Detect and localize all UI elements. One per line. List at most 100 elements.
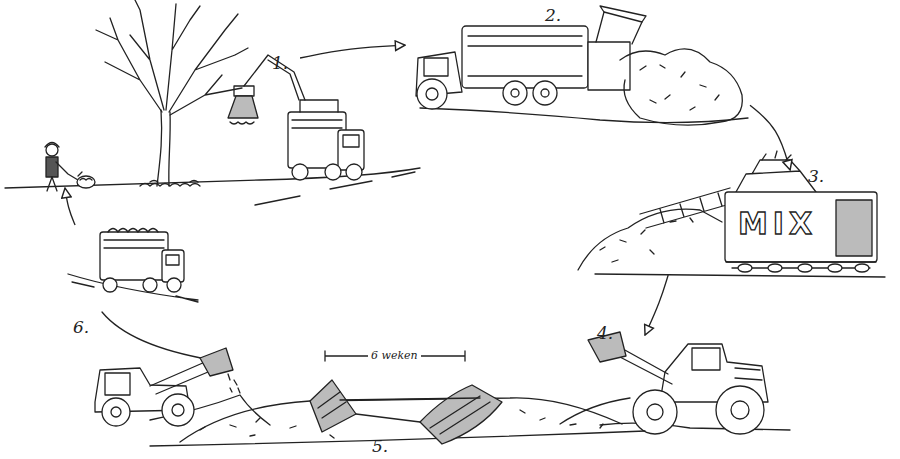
- harvester-scene-stroke: [468, 36, 582, 76]
- return-scene-stroke: [162, 250, 184, 282]
- loader-scene-stroke: [716, 386, 764, 434]
- harvester-scene-stroke: [596, 12, 642, 44]
- tree-scene-stroke: [46, 157, 58, 177]
- return-scene-stroke: [162, 394, 194, 426]
- mixer-scene-stroke: [640, 188, 730, 228]
- return-scene-stroke: [150, 362, 208, 394]
- windrow-scene-stroke: [430, 396, 490, 434]
- tree-scene-stroke: [157, 110, 170, 186]
- return-scene-stroke: [104, 229, 164, 249]
- callout-number: 4.: [597, 323, 613, 343]
- tree-scene-stroke: [166, 4, 200, 110]
- return-scene-stroke: [172, 404, 184, 416]
- windrow-scene-stroke: [180, 398, 622, 442]
- flow-arrow: [65, 188, 75, 225]
- tree-scene-stroke: [47, 162, 78, 191]
- mixer-scene-stroke: [836, 200, 872, 256]
- return-scene-stroke: [166, 255, 179, 265]
- callout-number: 5.: [372, 436, 388, 456]
- return-scene-stroke: [103, 278, 117, 292]
- harvester-scene-stroke: [424, 58, 448, 76]
- mixer-scene-stroke: [768, 264, 782, 272]
- flow-arrow: [300, 45, 405, 58]
- return-scene-stroke: [228, 374, 240, 393]
- callout-number: 2.: [545, 5, 561, 25]
- tree-scene-stroke: [346, 164, 362, 180]
- windrow-scene-stroke: [318, 392, 346, 418]
- loader-scene-stroke: [731, 401, 749, 419]
- stage-group: 5.: [200, 352, 640, 432]
- mixer-scene-stroke: [798, 264, 812, 272]
- mixer-scene-stroke: [595, 274, 885, 277]
- harvester-scene-stroke: [503, 81, 527, 105]
- flow-arrow: [645, 275, 668, 335]
- harvester-scene-stroke: [620, 49, 742, 125]
- windrow-scene-stroke: [150, 431, 645, 446]
- stage-group: 6.: [65, 225, 245, 420]
- harvester-scene-stroke: [541, 89, 549, 97]
- callout-number: 1.: [272, 53, 288, 73]
- duration-label: 6 weken: [368, 349, 421, 362]
- mixer-scene-stroke: [828, 264, 842, 272]
- harvester-scene-stroke: [462, 26, 588, 88]
- windrow-scene-stroke: [420, 385, 502, 444]
- return-scene-stroke: [150, 395, 270, 425]
- return-scene: [68, 229, 270, 427]
- loader-scene-stroke: [633, 390, 677, 434]
- return-scene-stroke: [105, 373, 130, 395]
- tree-scene-stroke: [45, 143, 59, 148]
- harvester-scene: [416, 6, 748, 125]
- mixer-scene-stroke: [762, 151, 791, 160]
- return-scene-stroke: [111, 407, 121, 417]
- mixer-scene-stroke: [855, 264, 869, 272]
- tree-scene: [5, 0, 420, 205]
- harvester-scene-stroke: [511, 89, 519, 97]
- tree-scene-stroke: [292, 100, 342, 128]
- loader-scene-stroke: [647, 404, 663, 420]
- return-scene-stroke: [102, 398, 130, 426]
- tree-scene-stroke: [234, 86, 254, 96]
- machine-lettering: MIX: [738, 206, 817, 241]
- windrow-scene-stroke: [340, 398, 480, 422]
- stage-group: 1.: [10, 58, 365, 188]
- callout-number: 3.: [808, 166, 824, 186]
- loader-scene-stroke: [692, 348, 720, 370]
- stage-group: 4.: [585, 335, 775, 440]
- tree-scene-stroke: [140, 181, 200, 187]
- tree-scene-stroke: [292, 164, 308, 180]
- tree-scene-stroke: [78, 172, 92, 180]
- harvester-scene-stroke: [417, 79, 447, 109]
- flow-arrow: [750, 105, 790, 170]
- mixer-scene-stroke: [600, 218, 693, 262]
- mixer-scene-stroke: [736, 160, 816, 192]
- return-scene-stroke: [100, 232, 168, 280]
- mixer-scene-stroke: [578, 209, 722, 270]
- windrow-scene-stroke: [310, 380, 356, 432]
- tree-scene-stroke: [46, 144, 58, 156]
- stage-group: 2.: [405, 20, 750, 140]
- mixer-scene: [578, 151, 885, 277]
- harvester-scene-stroke: [588, 42, 630, 90]
- loader-scene-stroke: [735, 368, 762, 380]
- tree-scene-stroke: [96, 18, 162, 112]
- return-scene-stroke: [102, 312, 212, 360]
- tree-scene-stroke: [130, 0, 164, 110]
- tree-scene-stroke: [343, 135, 359, 147]
- loader-scene: [560, 332, 790, 434]
- harvester-scene-stroke: [533, 81, 557, 105]
- mixer-scene-stroke: [738, 264, 752, 272]
- callout-number: 6.: [73, 317, 89, 337]
- return-scene-stroke: [167, 278, 181, 292]
- tree-scene-stroke: [228, 96, 258, 118]
- harvester-scene-stroke: [426, 88, 438, 100]
- harvester-scene-stroke: [640, 65, 719, 110]
- windrow-scene-stroke: [200, 410, 603, 438]
- mixer-scene-stroke: [725, 192, 877, 262]
- stage-group: 3.: [580, 170, 895, 275]
- harvester-scene-stroke: [600, 6, 646, 22]
- return-scene-stroke: [200, 348, 233, 376]
- harvester-scene-stroke: [420, 108, 748, 123]
- tree-scene-stroke: [77, 176, 95, 188]
- tree-scene-stroke: [230, 122, 254, 124]
